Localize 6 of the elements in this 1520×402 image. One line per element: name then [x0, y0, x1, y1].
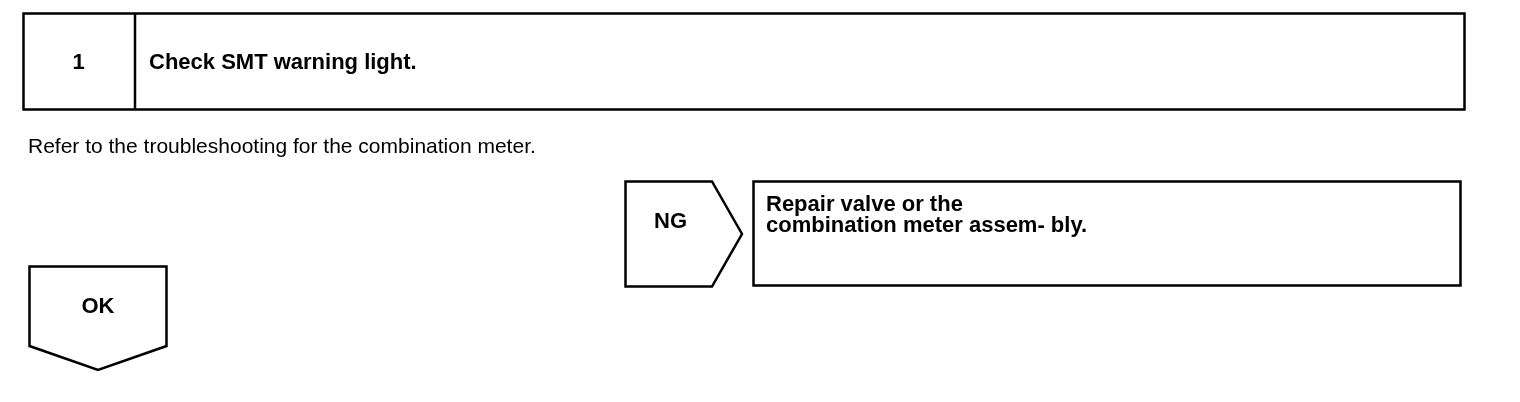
step-number: 1	[71, 49, 86, 75]
result-label: OK	[80, 293, 116, 319]
result-label: NG	[654, 208, 687, 234]
note-text: Refer to the troubleshooting for the combination meter.	[28, 134, 536, 158]
step-title: Check SMT warning light.	[149, 49, 417, 75]
action-text: Repair valve or the combination meter assem- bly.	[766, 193, 1089, 235]
